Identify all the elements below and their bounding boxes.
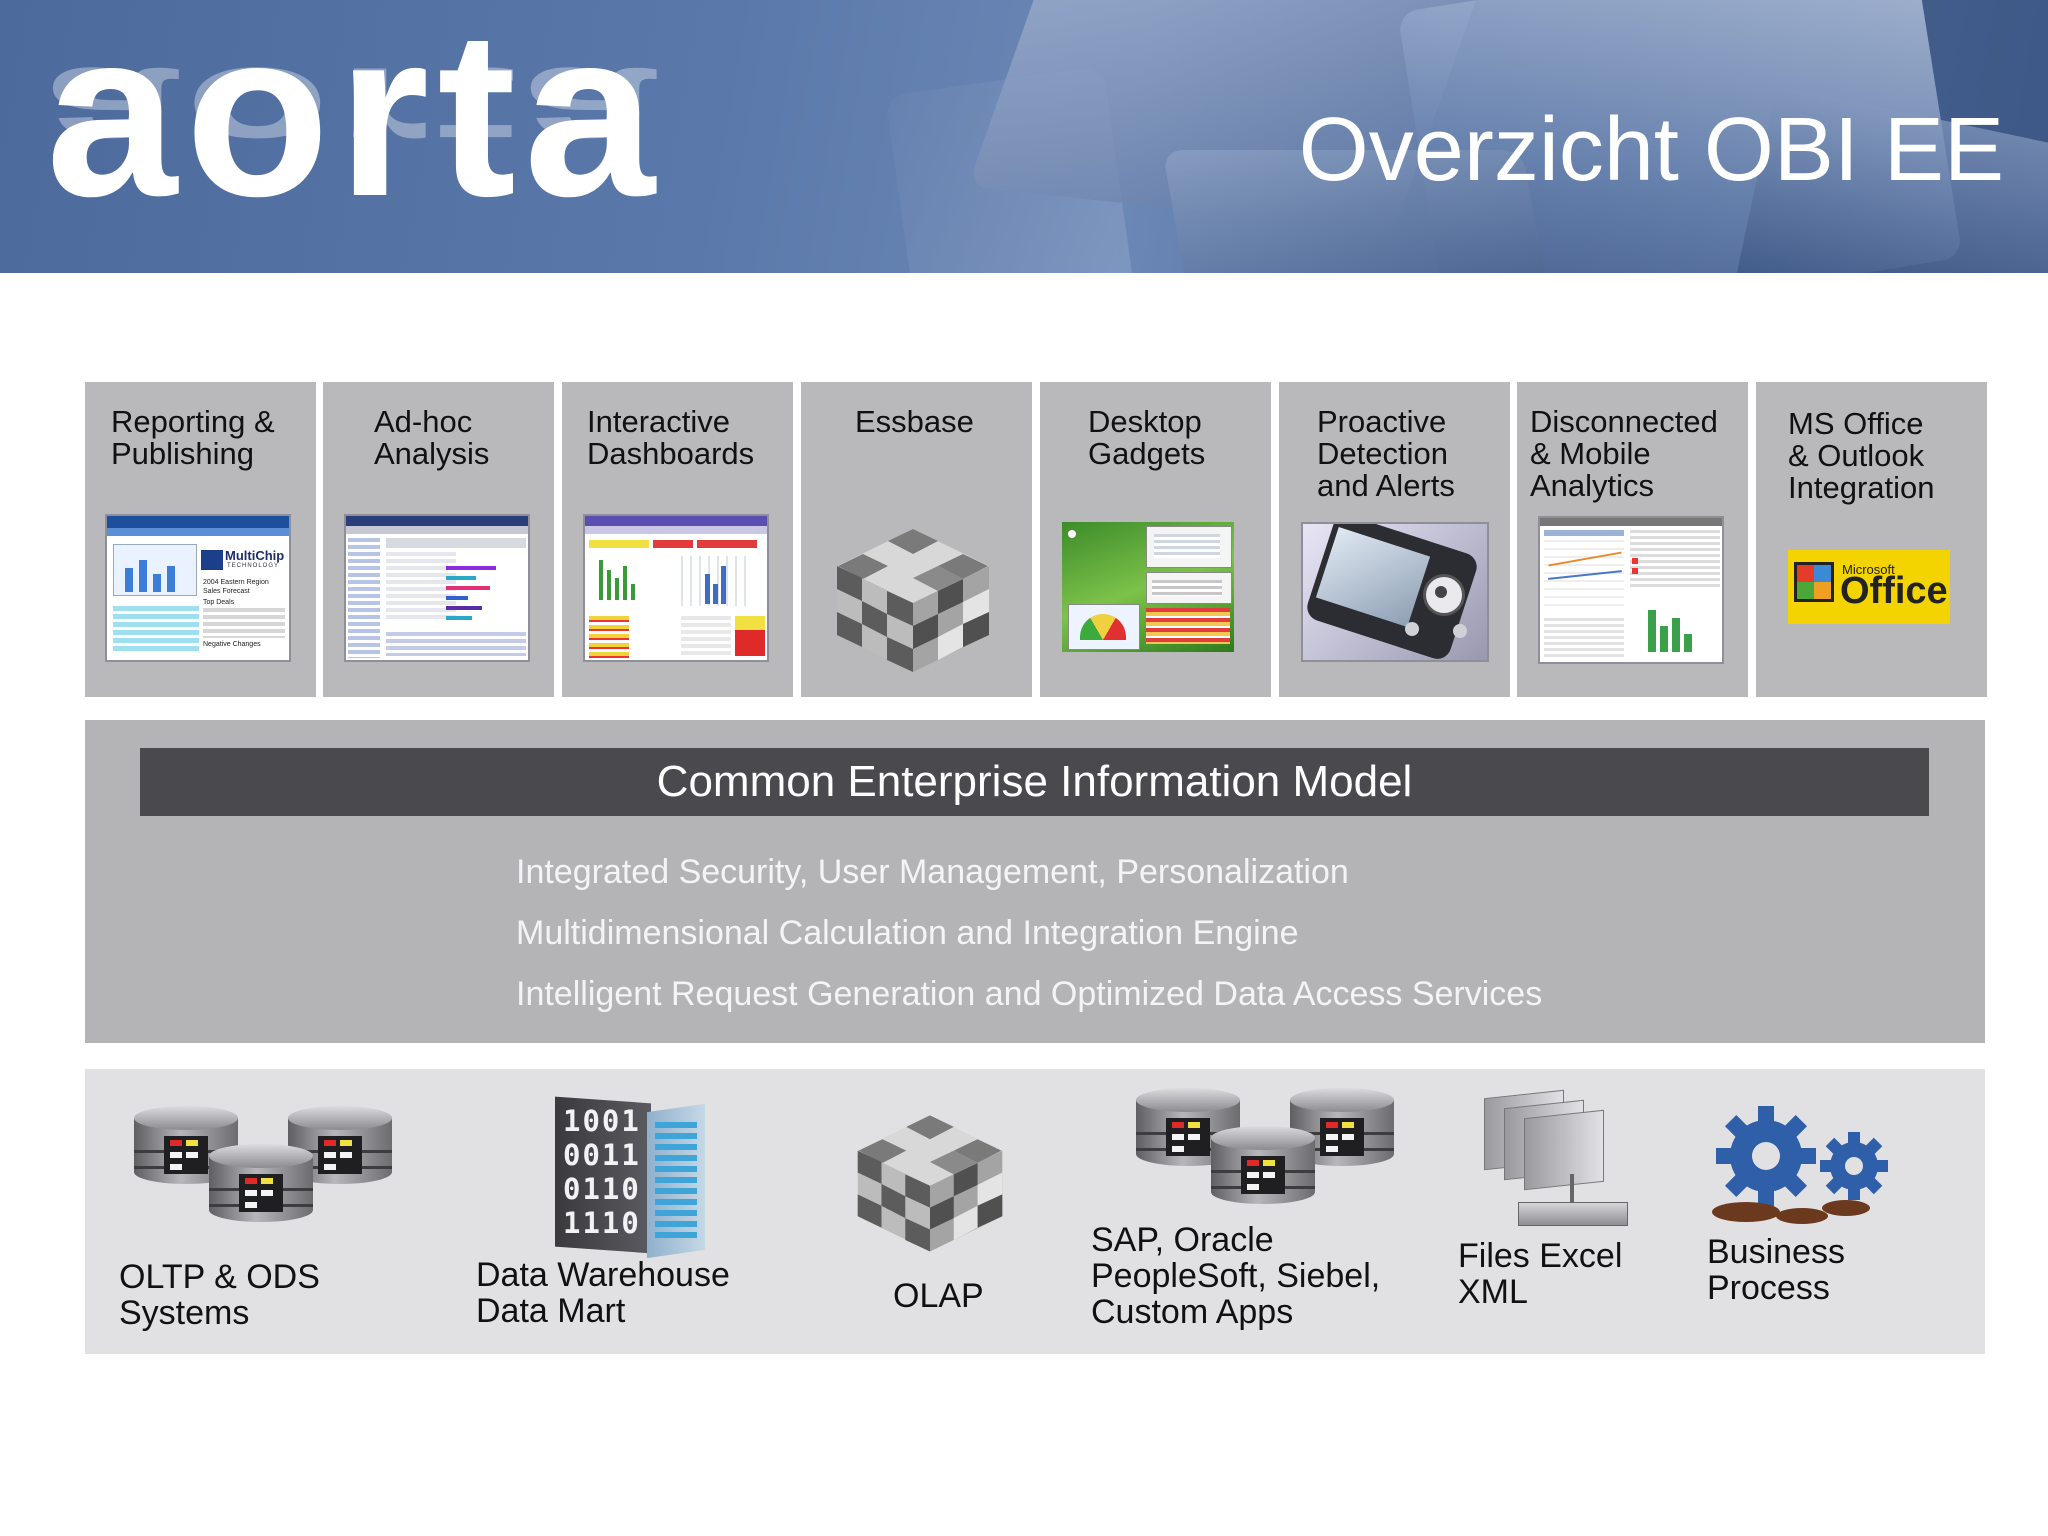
report-line: Top Deals (203, 599, 235, 606)
card-essbase: Essbase (801, 382, 1032, 697)
office-brand-small: Microsoft (1842, 562, 1895, 577)
cem-title: Common Enterprise Information Model (656, 757, 1413, 806)
source-label-oltp: OLTP & ODS Systems (119, 1258, 320, 1332)
card-label: MS Office & Outlook Integration (1788, 406, 1935, 505)
card-desktop-gadgets: Desktop Gadgets (1040, 382, 1271, 697)
pda-device-icon (1301, 522, 1489, 662)
database-cluster-icon (134, 1106, 394, 1236)
source-label-apps: SAP, Oracle PeopleSoft, Siebel, Custom A… (1091, 1221, 1381, 1331)
source-label-files: Files Excel XML (1458, 1237, 1623, 1311)
source-label-business-process: Business Process (1707, 1233, 1845, 1307)
source-label-olap: OLAP (893, 1277, 984, 1315)
card-label: Reporting & Publishing (111, 404, 275, 471)
report-screenshot-icon: MultiChip TECHNOLOGY 2004 Eastern Region… (105, 514, 291, 662)
card-label: Essbase (855, 404, 974, 439)
service-line: Intelligent Request Generation and Optim… (516, 975, 1543, 1013)
card-label: Desktop Gadgets (1088, 404, 1206, 471)
database-icon (134, 1106, 238, 1196)
office-brand: Office (1840, 570, 1948, 612)
database-icon (1136, 1088, 1240, 1178)
dashboard-screenshot-icon (583, 514, 769, 662)
card-interactive-dashboards: Interactive Dashboards (562, 382, 793, 697)
report-line: Negative Changes (203, 641, 261, 648)
cem-title-bar (140, 748, 1929, 816)
warehouse-building-icon: 1001 0011 0110 1110 (555, 1094, 711, 1259)
card-adhoc-analysis: Ad-hoc Analysis (323, 382, 554, 697)
report-brand-sub: TECHNOLOGY (227, 563, 280, 569)
card-disconnected-mobile: Disconnected & Mobile Analytics (1517, 382, 1748, 697)
data-sources-layer (85, 1069, 1985, 1354)
database-icon (1211, 1126, 1315, 1216)
service-line: Integrated Security, User Management, Pe… (516, 853, 1349, 891)
cube-icon (857, 1115, 1003, 1252)
card-ms-office-integration: MS Office & Outlook Integration Microsof… (1756, 382, 1987, 697)
gears-icon (1712, 1106, 1888, 1224)
binary-digits: 1110 (563, 1206, 641, 1240)
report-line: Sales Forecast (203, 588, 250, 595)
report-brand: MultiChip (225, 548, 285, 563)
report-line: 2004 Eastern Region (203, 579, 269, 586)
card-reporting-publishing: Reporting & Publishing MultiChip TECHNOL… (85, 382, 316, 697)
analysis-screenshot-icon (344, 514, 530, 662)
card-label: Proactive Detection and Alerts (1317, 404, 1455, 503)
files-stack-icon (1480, 1089, 1630, 1230)
binary-digits: 0110 (563, 1172, 641, 1206)
header-banner: aorta aorta Overzicht OBI EE (0, 0, 2048, 273)
binary-digits: 0011 (563, 1138, 641, 1172)
aorta-logo: aorta (46, 0, 664, 246)
mobile-analytics-screenshot-icon (1538, 516, 1724, 664)
database-icon (209, 1144, 313, 1234)
card-label: Interactive Dashboards (587, 404, 755, 471)
card-label: Ad-hoc Analysis (374, 404, 490, 471)
gadgets-screenshot-icon (1062, 522, 1234, 652)
cube-icon (837, 529, 989, 672)
card-proactive-detection: Proactive Detection and Alerts (1279, 382, 1510, 697)
source-label-warehouse: Data Warehouse Data Mart (476, 1256, 730, 1330)
ms-office-logo-icon: Microsoft Office (1788, 550, 1950, 624)
binary-digits: 1001 (563, 1104, 641, 1138)
service-line: Multidimensional Calculation and Integra… (516, 914, 1299, 952)
database-cluster-icon (1136, 1088, 1396, 1218)
card-label: Disconnected & Mobile Analytics (1530, 404, 1718, 503)
page-title: Overzicht OBI EE (1298, 100, 2004, 200)
